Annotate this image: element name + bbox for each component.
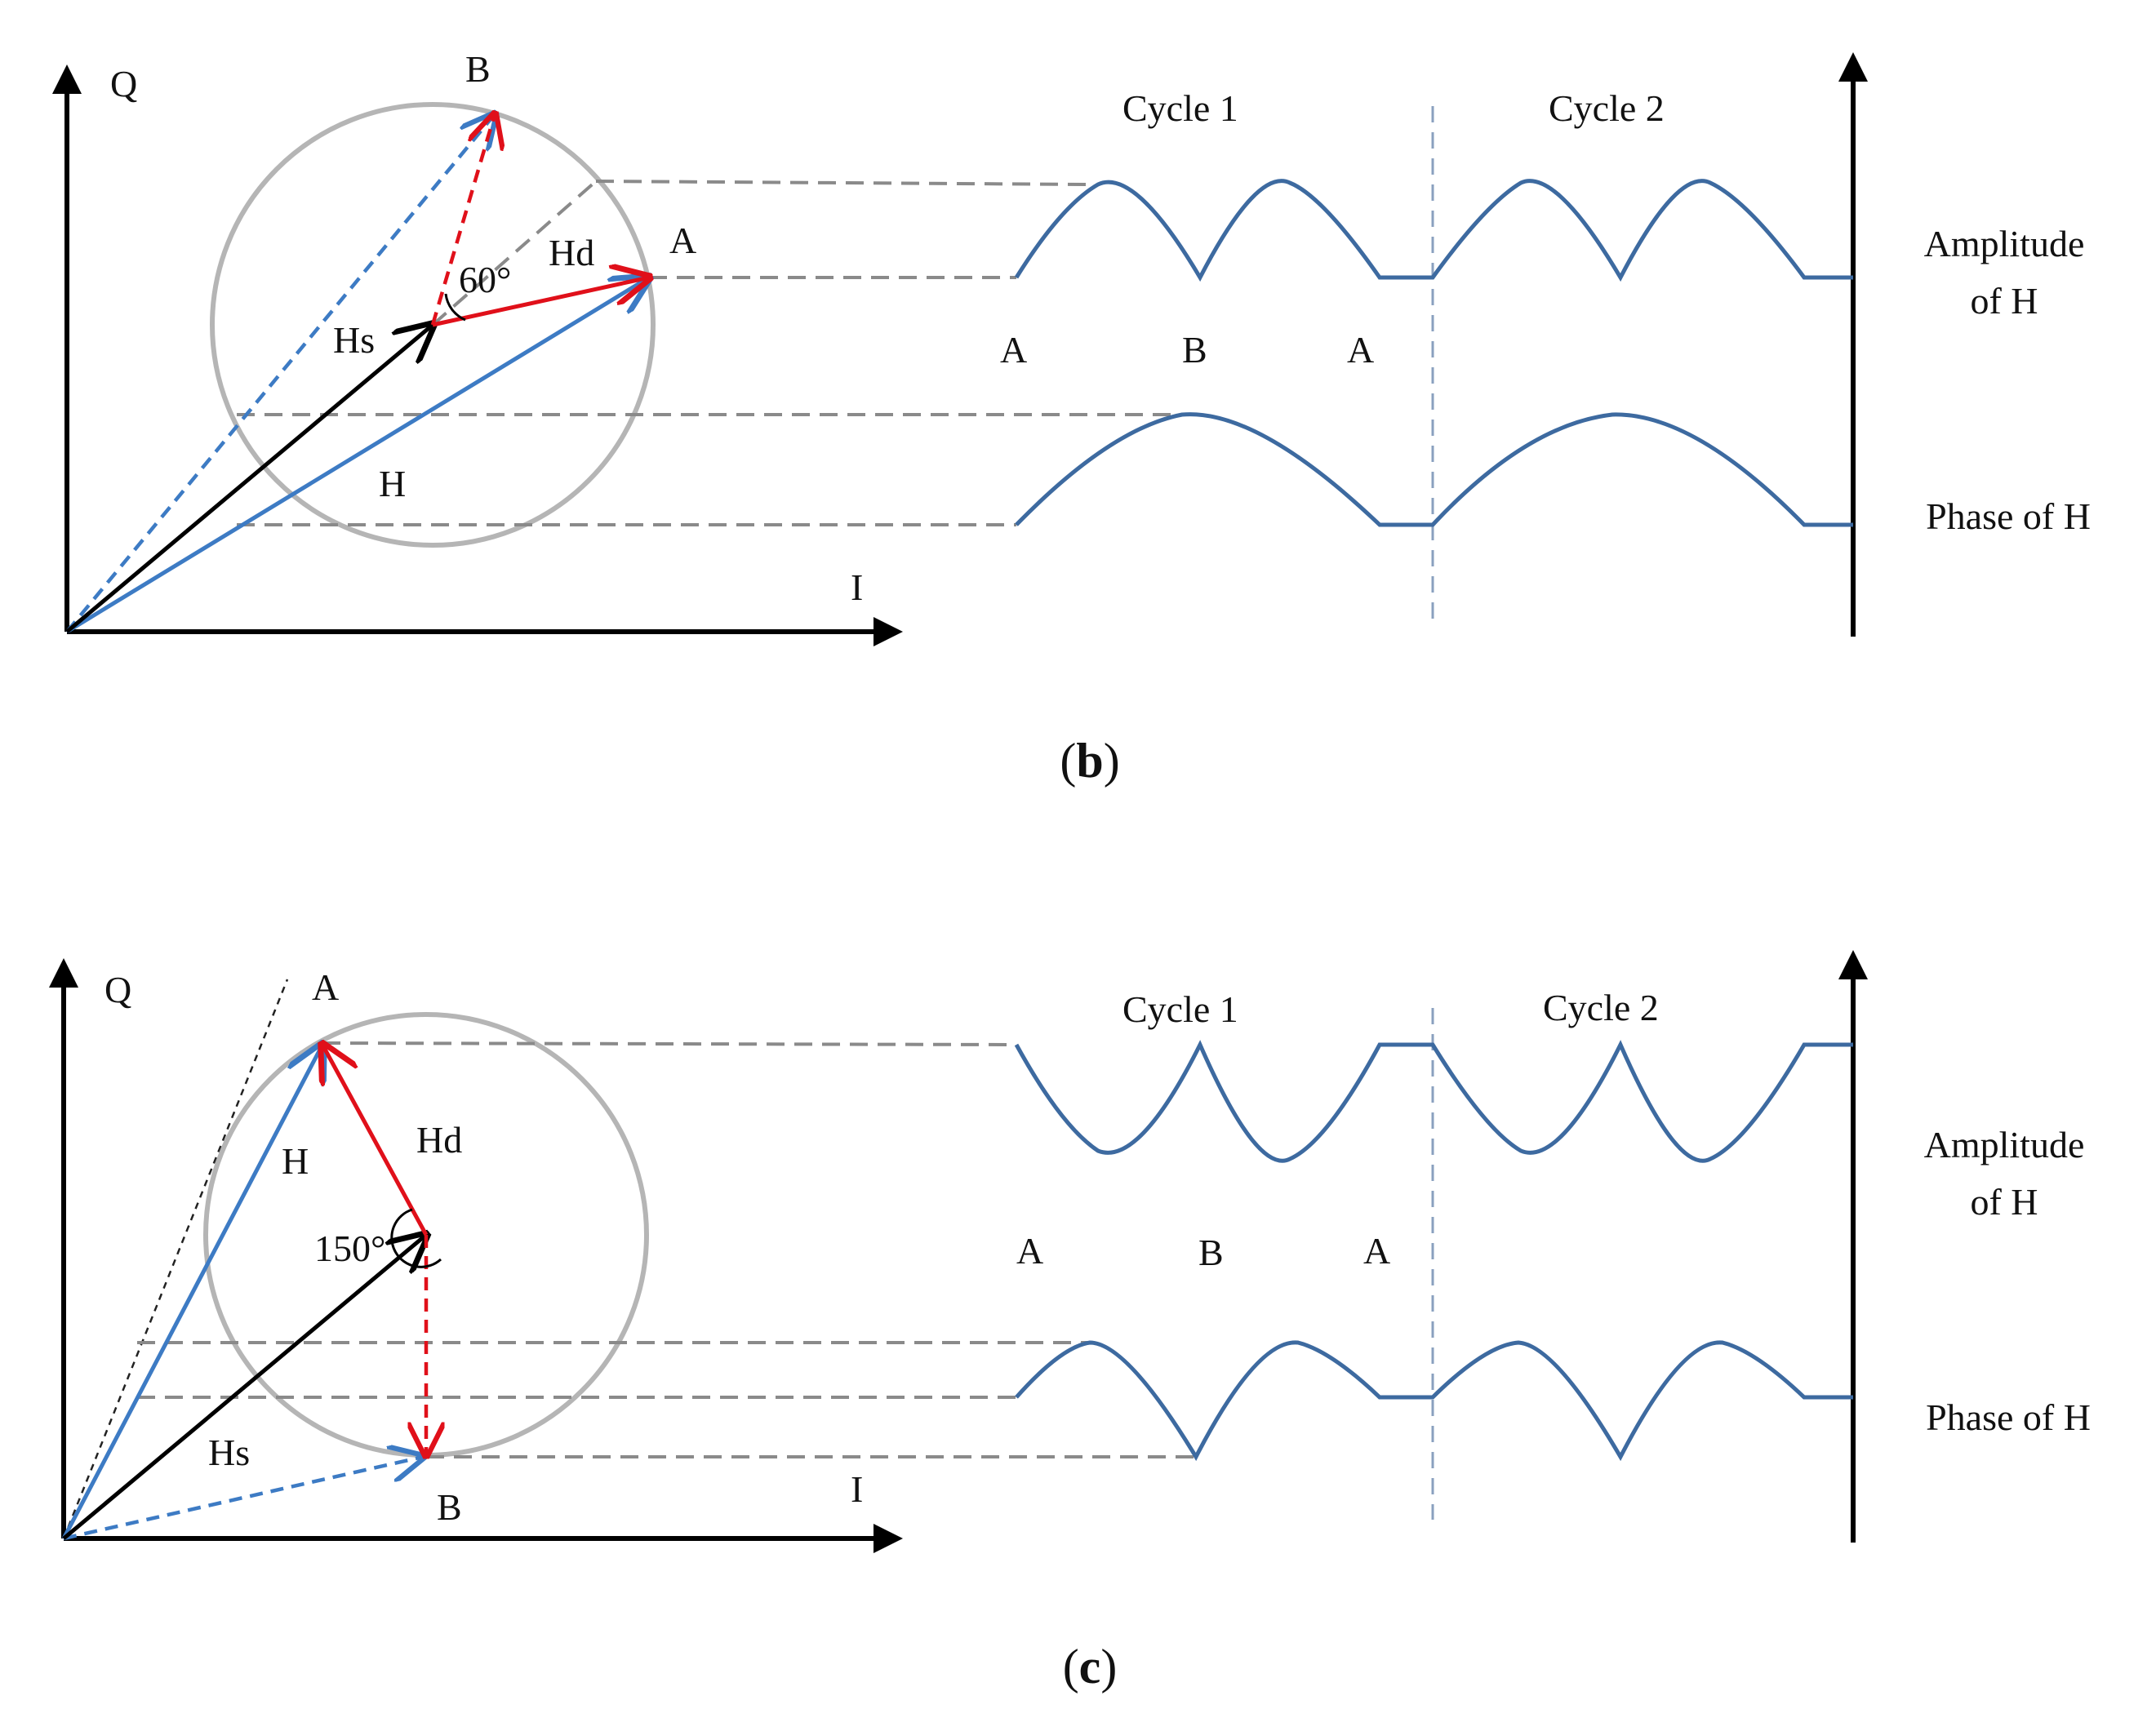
- hd-label: Hd: [416, 1119, 462, 1161]
- phase-label: Phase of H: [1926, 1396, 2091, 1438]
- resultant-vector-b-position: [65, 114, 495, 633]
- static-vector-hs: [62, 1235, 426, 1540]
- amplitude-waveform: [1014, 179, 1853, 282]
- tangent-line: [62, 979, 289, 1539]
- projection-line: [595, 180, 1087, 186]
- seq-label: B: [1182, 329, 1207, 371]
- panel-caption: (c): [1063, 1640, 1118, 1694]
- point-a-label: A: [669, 220, 696, 261]
- amplitude-label-line2: of H: [1970, 280, 2038, 322]
- dynamic-vector-rotated: [430, 114, 495, 326]
- panel-caption: (b): [1060, 734, 1119, 788]
- seq-label: B: [1198, 1232, 1224, 1273]
- amplitude-label-line1: Amplitude: [1924, 223, 2085, 264]
- seq-label: A: [1016, 1230, 1043, 1272]
- hs-label: Hs: [208, 1432, 250, 1473]
- seq-label: A: [1363, 1230, 1390, 1272]
- point-b-label: B: [465, 48, 491, 90]
- dynamic-vector-hd: [432, 277, 649, 327]
- phase-label: Phase of H: [1926, 495, 2091, 537]
- point-b-label: B: [437, 1486, 462, 1528]
- cycle-2-label: Cycle 2: [1549, 87, 1665, 129]
- angle-arc: [444, 293, 466, 322]
- cycle-2-label: Cycle 2: [1543, 987, 1659, 1028]
- resultant-vector-h: [65, 277, 649, 634]
- h-label: H: [379, 463, 406, 504]
- angle-label: 60°: [459, 259, 511, 300]
- projection-line: [322, 1041, 1017, 1046]
- q-axis-label: Q: [104, 969, 131, 1010]
- cycle-1-label: Cycle 1: [1122, 87, 1238, 129]
- angle-arc: [390, 1208, 442, 1268]
- panel-b: Q I 60° Hd Hs H A B Cycle 1 Cycle 2: [52, 48, 2091, 788]
- amplitude-waveform: [1014, 1040, 1853, 1163]
- resultant-vector-h: [61, 1045, 322, 1540]
- hs-label: Hs: [333, 319, 375, 361]
- seq-label: A: [1000, 329, 1027, 371]
- point-a-label: A: [312, 966, 339, 1008]
- locus-circle: [210, 102, 656, 548]
- cycle-1-label: Cycle 1: [1122, 988, 1238, 1030]
- reference-line: [431, 180, 598, 326]
- static-vector-hs: [65, 325, 433, 633]
- phase-waveform: [1015, 412, 1853, 527]
- seq-label: A: [1347, 329, 1374, 371]
- amplitude-label-line2: of H: [1970, 1181, 2038, 1223]
- q-axis-label: Q: [110, 63, 137, 104]
- panel-c: Q I 150° Hd Hs H A B Cycle 1 Cycle 2: [49, 950, 2091, 1694]
- resultant-vector-b-position: [63, 1457, 423, 1541]
- amplitude-label-line1: Amplitude: [1924, 1124, 2085, 1165]
- dynamic-vector-hd: [322, 1045, 429, 1236]
- phase-waveform: [1015, 1340, 1853, 1462]
- i-axis-label: I: [851, 566, 863, 608]
- hd-label: Hd: [549, 232, 594, 273]
- h-label: H: [282, 1140, 309, 1182]
- i-axis-label: I: [851, 1468, 863, 1510]
- angle-label: 150°: [314, 1228, 385, 1269]
